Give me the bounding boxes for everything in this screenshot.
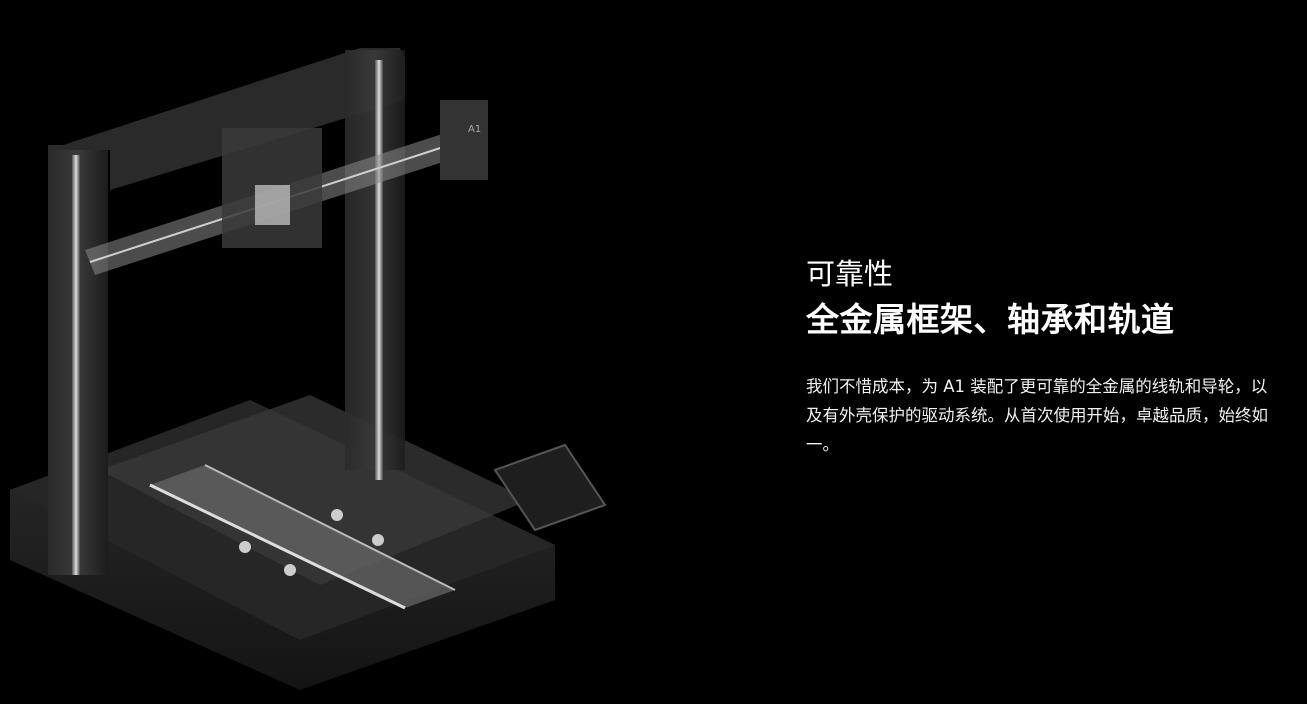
touch-screen (493, 443, 607, 532)
x-motor (440, 100, 488, 180)
section-body: 我们不惜成本，为 A1 装配了更可靠的全金属的线轨和导轮，以及有外壳保护的驱动系… (806, 377, 1268, 454)
top-frame (48, 48, 405, 190)
printer-logo-text: A1 (468, 124, 481, 135)
printer-product-image: A1 (10, 48, 607, 690)
section-eyebrow: 可靠性 (806, 257, 894, 291)
feature-section: 可靠性 全金属框架、轴承和轨道 我们不惜成本，为 A1 装配了更可靠的全金属的线… (806, 256, 1281, 459)
section-headline: 全金属框架、轴承和轨道 (806, 300, 1175, 339)
build-plate (100, 395, 530, 585)
